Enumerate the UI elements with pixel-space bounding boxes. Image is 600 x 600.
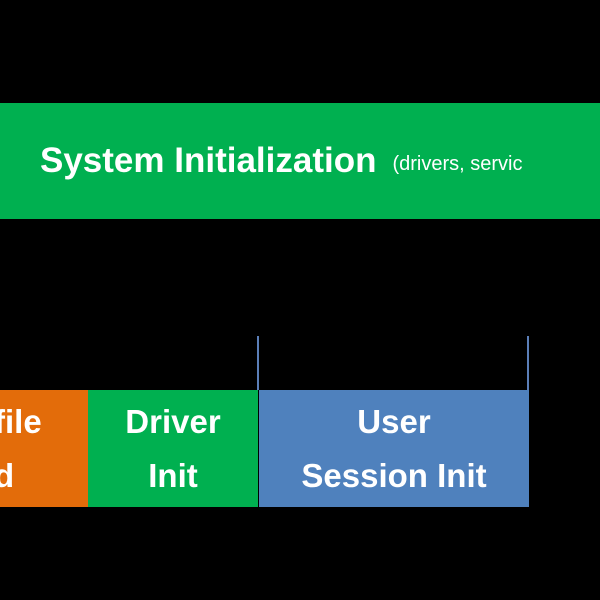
driver-init-line2: Init bbox=[148, 456, 198, 494]
user-session-line1: User bbox=[357, 402, 431, 440]
user-session-line2: Session Init bbox=[301, 456, 487, 494]
session-marker-left bbox=[257, 336, 259, 390]
profile-load-block: file d bbox=[0, 390, 88, 507]
driver-init-block: Driver Init bbox=[88, 390, 258, 507]
profile-load-line2: d bbox=[0, 456, 15, 494]
banner-title: System Initialization bbox=[40, 141, 377, 180]
user-session-init-block: User Session Init bbox=[259, 390, 529, 507]
banner-note: (drivers, servic bbox=[392, 152, 523, 175]
session-marker-right bbox=[527, 336, 529, 390]
driver-init-line1: Driver bbox=[125, 402, 221, 440]
system-initialization-banner: System Initialization (drivers, servic bbox=[0, 103, 600, 219]
profile-load-line1: file bbox=[0, 402, 42, 440]
